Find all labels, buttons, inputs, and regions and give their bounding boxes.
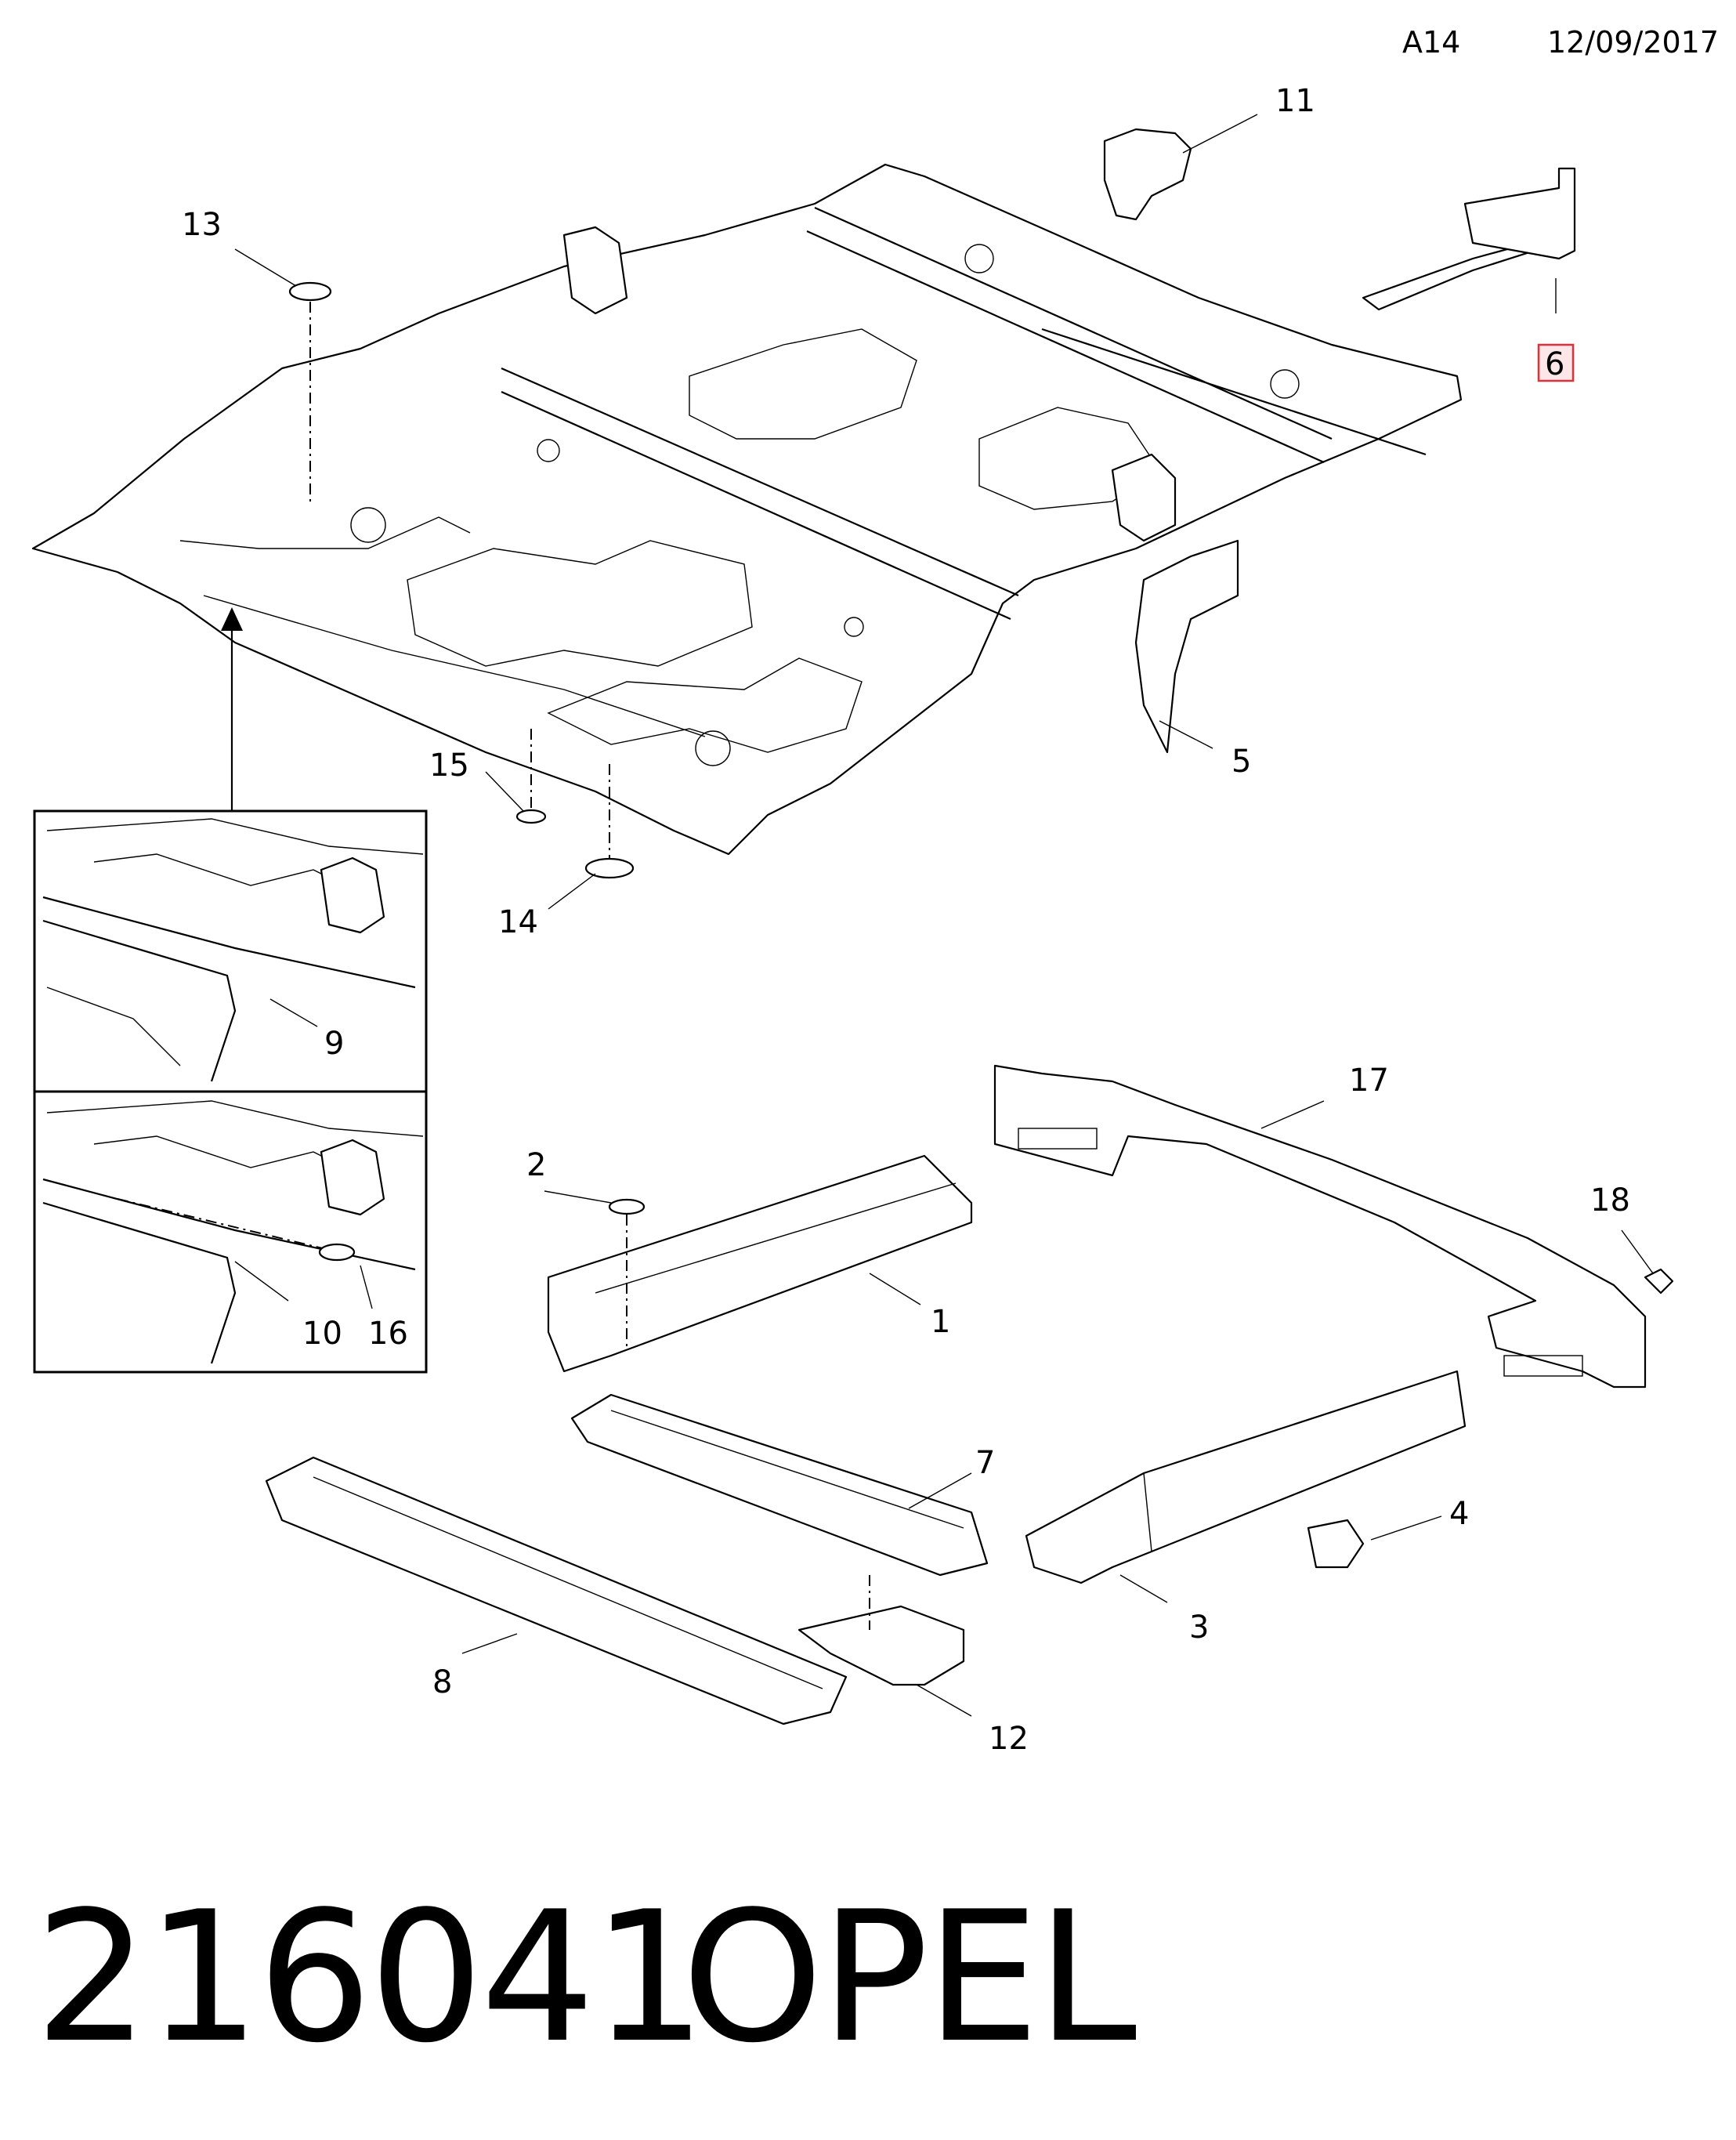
callout-5: 5: [1231, 744, 1251, 780]
part-15-plug: [515, 809, 547, 824]
leader-lines: [234, 114, 1654, 1717]
inset-detail-9: [33, 809, 428, 1093]
part-11-bracket: [1103, 128, 1192, 221]
callout-13: 13: [182, 207, 222, 243]
part-18-nut: [1644, 1268, 1674, 1295]
callout-9: 9: [324, 1026, 344, 1062]
part-number: 216041: [34, 1874, 707, 2083]
callout-11: 11: [1275, 83, 1315, 119]
callout-16: 16: [368, 1316, 408, 1352]
part-4-bracket: [1307, 1519, 1365, 1569]
part-8-beam: [265, 1456, 848, 1725]
callout-17: 17: [1349, 1063, 1389, 1099]
diagram-date: 12/09/2017: [1547, 25, 1720, 60]
part-3-rail: [1025, 1370, 1467, 1584]
part-7-member: [570, 1393, 989, 1577]
part-17-beam: [993, 1064, 1647, 1389]
detail-arrow-head: [221, 607, 243, 631]
part-12-bracket: [797, 1605, 965, 1686]
callout-15: 15: [429, 748, 469, 784]
part-5-panel: [1134, 539, 1239, 754]
callout-7: 7: [975, 1445, 995, 1481]
callout-3: 3: [1189, 1610, 1209, 1646]
callout-12: 12: [989, 1721, 1029, 1757]
callout-1: 1: [931, 1304, 950, 1340]
part-2-plug: [608, 1198, 646, 1215]
part-6-plate: [1463, 167, 1576, 260]
part-13-plug: [288, 281, 332, 302]
callout-14: 14: [498, 904, 538, 940]
callout-6-highlight: [1537, 343, 1575, 382]
inset-detail-10-16: [33, 1090, 428, 1374]
callout-2: 2: [526, 1147, 546, 1183]
callout-8: 8: [432, 1664, 452, 1700]
callout-10: 10: [302, 1316, 342, 1352]
brand-name: OPEL: [682, 1874, 1137, 2083]
rear-floor-panel: [31, 163, 1463, 856]
part-14-grommet: [584, 857, 635, 879]
callout-6: 6: [1545, 346, 1564, 382]
callout-18: 18: [1590, 1182, 1630, 1218]
illustration-code: A14: [1402, 25, 1461, 60]
part-1-rail: [547, 1154, 973, 1373]
callout-4: 4: [1449, 1496, 1469, 1532]
